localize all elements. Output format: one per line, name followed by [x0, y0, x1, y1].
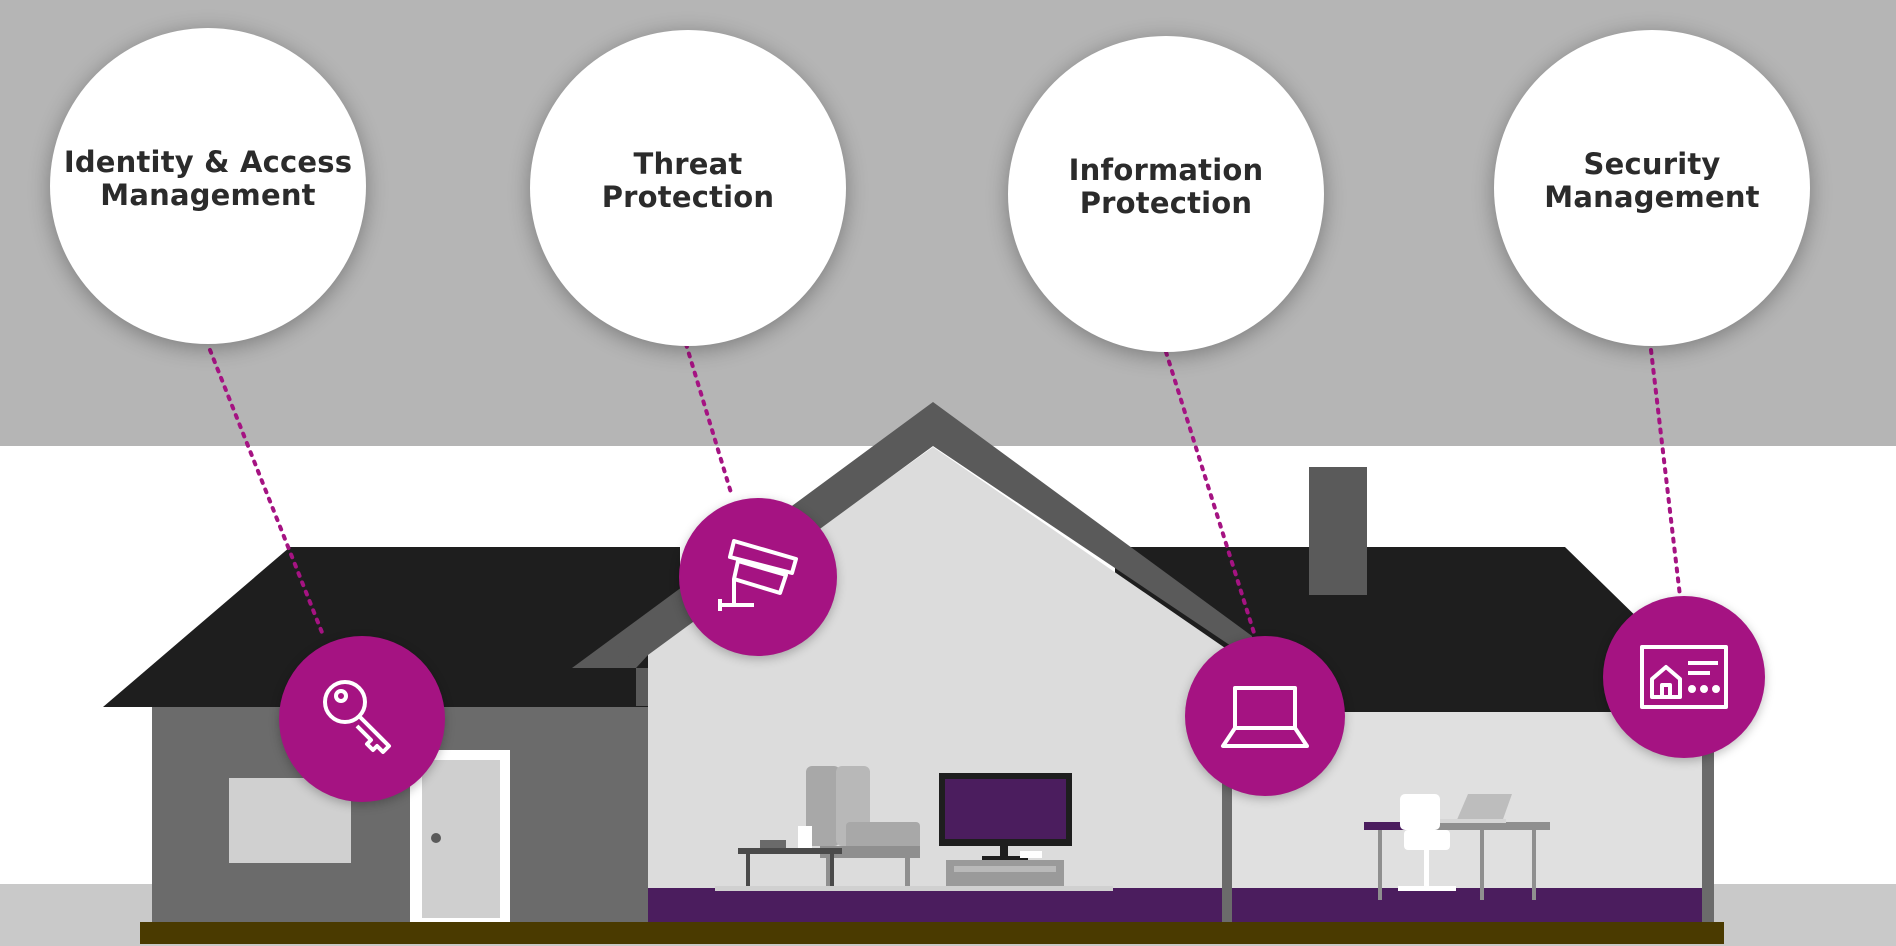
pillar-circle-identity: Identity & Access Management: [50, 28, 366, 344]
connector-lines: [208, 342, 1682, 638]
center-gable-roof: [572, 402, 1252, 668]
right-end-post: [1702, 712, 1714, 924]
side-table: [738, 826, 842, 890]
desk-laptop: [1440, 794, 1512, 823]
connector-identity: [208, 348, 325, 637]
rug: [715, 886, 1113, 891]
security-camera-icon: [718, 539, 798, 611]
pillar-title-information: Information Protection: [1068, 153, 1264, 220]
pillar-title-identity: Identity & Access Management: [63, 145, 353, 212]
information-badge: [1185, 636, 1345, 796]
office-chair: [1398, 794, 1456, 891]
home-security-card-icon: [1640, 645, 1728, 709]
armchair: [806, 766, 920, 890]
connector-information: [1164, 350, 1257, 638]
threat-badge: [679, 498, 837, 656]
pillar-title-security: Security Management: [1544, 147, 1760, 214]
connector-threat: [684, 342, 734, 498]
house-foundation: [140, 922, 1724, 944]
door-knob: [431, 833, 441, 843]
laptop-icon: [1221, 686, 1309, 748]
security-badge: [1603, 596, 1765, 758]
office-desk: [1364, 822, 1550, 900]
pillar-title-threat: Threat Protection: [601, 147, 775, 214]
floor-right: [1232, 888, 1702, 924]
divider-post: [1222, 712, 1232, 924]
connector-security: [1649, 348, 1682, 598]
pillar-circle-security: Security Management: [1494, 30, 1810, 346]
key-icon: [323, 680, 391, 754]
left-wing-roof: [103, 547, 680, 707]
center-gable-eave: [572, 655, 648, 706]
floor-center: [648, 888, 1222, 924]
television: [939, 773, 1072, 888]
pillar-circle-threat: Threat Protection: [530, 30, 846, 346]
chimney: [1309, 467, 1367, 595]
identity-badge: [279, 636, 445, 802]
pillar-circle-information: Information Protection: [1008, 36, 1324, 352]
